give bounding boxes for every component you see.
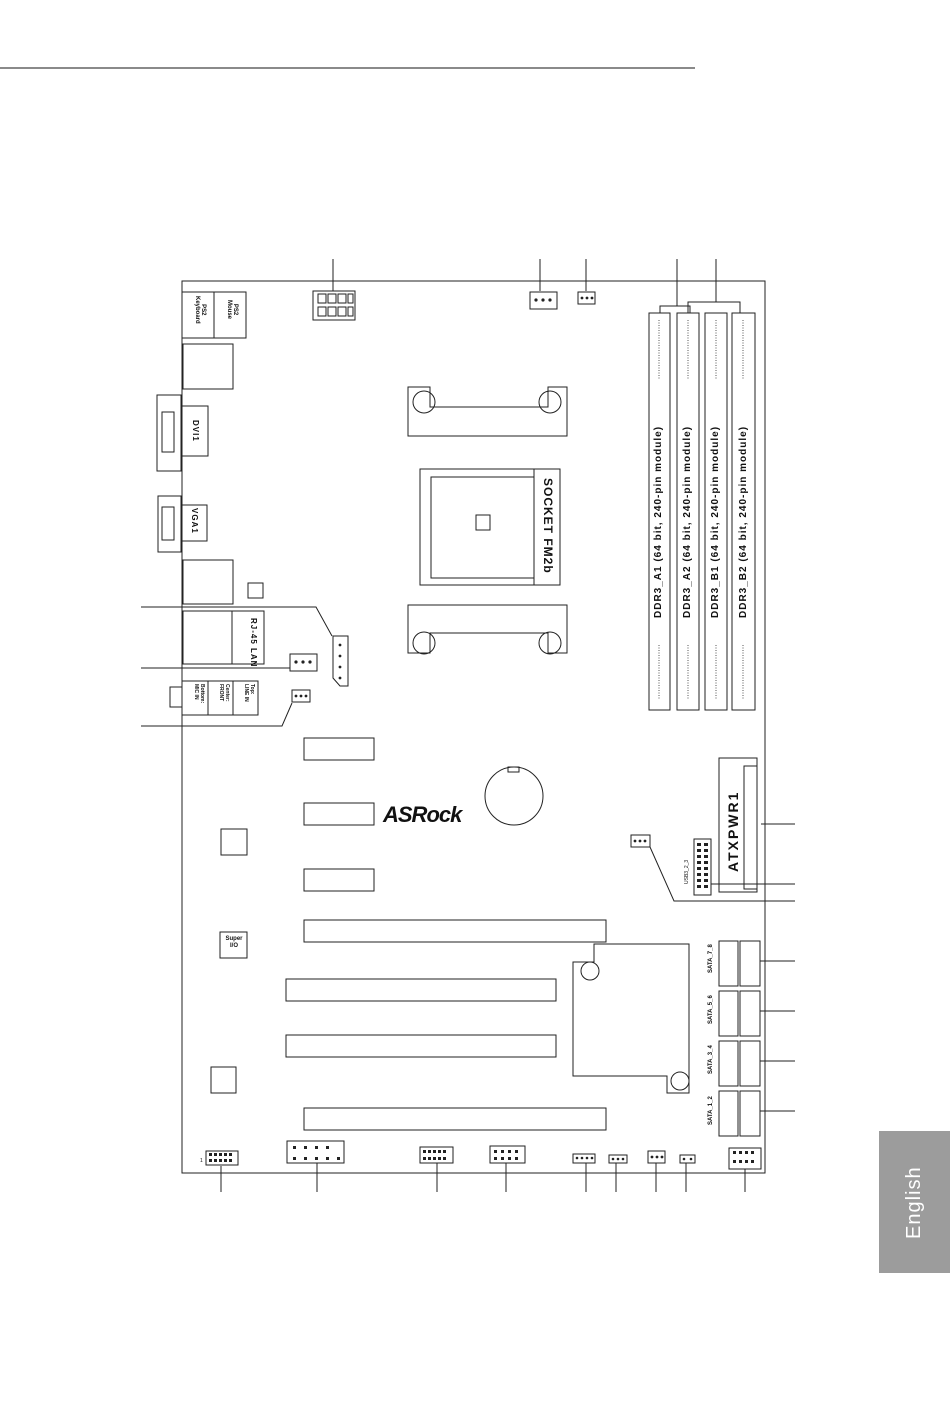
vga-port-label: VGA1 [190,508,199,534]
sata-7-8-label: SATA_7_8 [708,944,714,973]
dimm-b2-label: DDR3_B2 (64 bit, 240-pin module) [738,425,749,618]
cpu-fan-header [529,291,558,310]
usb2-header-2 [489,1145,526,1164]
sata-port-6 [739,990,761,1037]
sata-port-4 [739,1040,761,1087]
retention-bracket-bottom [407,604,568,654]
sata-port-1 [718,1090,739,1137]
com-header [286,1140,345,1164]
usb-stack-2 [182,559,234,605]
small-chip-2 [220,828,248,856]
rj45-port [182,610,265,665]
sata-5-6-label: SATA_5_6 [708,995,714,1024]
header-rule [0,67,695,69]
rj45-port-label: RJ-45 LAN [249,618,258,668]
sys-fan-header [289,653,318,672]
asrock-logo: ASRock [383,802,462,827]
small-header-3 [679,1154,696,1164]
chassis-fan-header-bottom [647,1150,666,1164]
super-io-chip [219,931,248,959]
dvi-port-label: DVI1 [191,420,200,442]
usb-stack-1 [182,343,234,390]
small-header-1 [572,1153,596,1164]
cpu-socket [419,468,561,586]
cpu-8pin-power [312,290,356,321]
audio-front-label: Center: FRONT [218,684,230,702]
sata-port-2 [739,1090,761,1137]
cpu-fan-4pin [332,635,349,687]
ps2-mouse-label: PS2 Mouse [226,300,238,320]
audio-line-in-label: Top: LINE IN [243,684,255,702]
dimm-slot-b1 [704,312,728,711]
cmos-battery [484,766,544,826]
m2-slot-2 [303,802,375,826]
small-chip-3 [210,1066,237,1094]
dvi-port-outline [181,405,209,457]
chassis-fan-header-top [577,291,596,305]
dimm-slot-b2 [731,312,756,711]
pcie-slot-3 [285,1034,557,1058]
usb2-header-1 [419,1146,454,1164]
board-outline [181,280,766,1174]
dimm-a2-label: DDR3_A2 (64 bit, 240-pin module) [682,425,693,618]
chipset-heatsink [572,943,690,1094]
sata-port-3 [718,1040,739,1087]
usb3-header-label: USB3_2_3 [684,859,690,884]
small-header-2 [608,1154,628,1164]
language-tab[interactable]: English [879,1131,950,1273]
pcie-slot-4 [303,1107,607,1131]
sys-fan-header-2 [630,834,651,848]
sata-port-5 [718,990,739,1037]
cpu-socket-label: SOCKET FM2b [541,478,555,574]
pcie-slot-2 [285,978,557,1002]
atx-power-label: ATXPWR1 [725,790,741,872]
front-panel-header [728,1147,762,1170]
m2-slot-3 [303,868,375,892]
pin1-marker: 1 [200,1158,203,1164]
audio-mic-in-label: Bottom: MIC IN [193,684,205,704]
sata-port-8 [739,940,761,987]
sata-port-7 [718,940,739,987]
m2-slot-1 [303,737,375,761]
sata-1-2-label: SATA_1_2 [708,1096,714,1125]
dimm-a1-label: DDR3_A1 (64 bit, 240-pin module) [653,425,664,618]
dimm-b1-label: DDR3_B1 (64 bit, 240-pin module) [710,425,721,618]
dimm-slot-a1 [648,312,671,711]
super-io-label: Super I/O [225,936,243,949]
small-chip-1 [247,582,264,599]
vga-port-outline [181,504,208,542]
dimm-slot-a2 [676,312,700,711]
retention-bracket-top [407,386,568,437]
sata-3-4-label: SATA_3_4 [708,1045,714,1074]
pcie-slot-1 [303,919,607,943]
pwr-fan-header [291,689,311,703]
ps2-keyboard-label: PS2 Keyboard [194,296,206,324]
usb3-header [693,838,712,896]
front-audio-header [205,1150,239,1166]
